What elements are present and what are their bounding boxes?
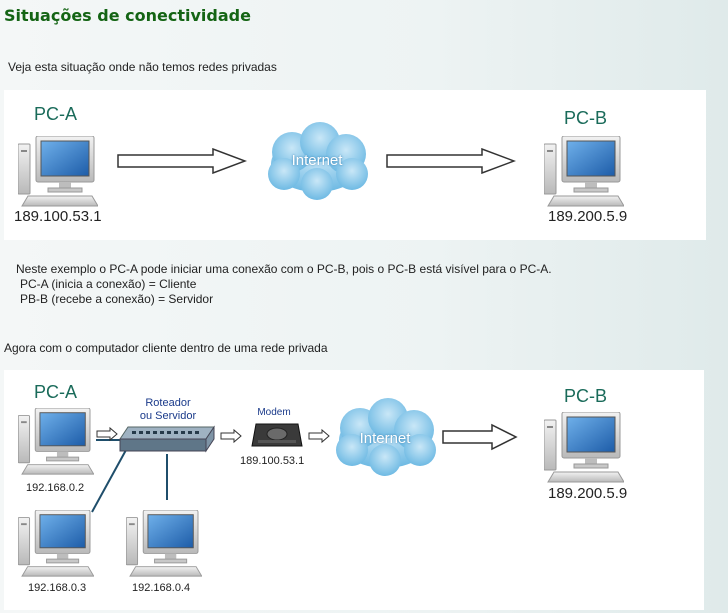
pc-b-ip: 189.200.5.9 xyxy=(548,208,628,225)
page-title: Situações de conectividade xyxy=(4,6,251,25)
explanation-line-2: PC-A (inicia a conexão) = Cliente xyxy=(20,277,197,291)
network-links xyxy=(91,439,168,513)
arrow-right-icon xyxy=(117,148,247,174)
explanation-line-1: Neste exemplo o PC-A pode iniciar uma co… xyxy=(16,262,552,276)
pc-a-label: PC-A xyxy=(34,382,78,402)
modem-label: Modem xyxy=(257,407,291,418)
router-label: Roteador ou Servidor xyxy=(139,397,197,422)
pc-a-computer-icon xyxy=(18,136,98,208)
diagram-1-panel: PC-A 189.100.53.1 Internet PC-B 189.200.… xyxy=(4,90,706,240)
modem-ip: 189.100.53.1 xyxy=(240,455,305,467)
diagram-2-panel: PC-A 192.168.0.2 Roteador ou Servidor Mo… xyxy=(4,370,704,610)
pc-a-ip: 192.168.0.2 xyxy=(26,482,85,494)
arrow-right-icon xyxy=(96,426,118,442)
modem-icon xyxy=(251,423,303,447)
arrow-right-icon xyxy=(220,428,242,444)
arrow-right-icon xyxy=(442,423,518,451)
arrow-right-icon xyxy=(386,148,516,174)
pc-192-168-0-4-computer-icon xyxy=(126,510,202,578)
pc-192-168-0-3-computer-icon xyxy=(18,510,94,578)
pc-192-168-0-4-ip: 192.168.0.4 xyxy=(132,582,191,594)
pc-b-label: PC-B xyxy=(564,386,608,406)
pc-b-computer-icon xyxy=(544,136,624,208)
router-switch-icon xyxy=(119,425,215,453)
pc-a-label: PC-A xyxy=(34,104,78,124)
cloud-label: Internet xyxy=(291,152,343,169)
pc-192-168-0-3-ip: 192.168.0.3 xyxy=(28,582,87,594)
pc-b-label: PC-B xyxy=(564,108,608,128)
pc-a-computer-icon xyxy=(18,408,94,476)
section-2-text: Agora com o computador cliente dentro de… xyxy=(4,341,328,355)
pc-a-ip: 189.100.53.1 xyxy=(14,208,102,225)
explanation-line-3: PB-B (recebe a conexão) = Servidor xyxy=(20,292,214,306)
intro-text: Veja esta situação onde não temos redes … xyxy=(8,60,277,74)
pc-b-computer-icon xyxy=(544,412,624,484)
pc-b-ip: 189.200.5.9 xyxy=(548,485,628,502)
cloud-label: Internet xyxy=(359,430,411,447)
arrow-right-icon xyxy=(308,428,330,444)
